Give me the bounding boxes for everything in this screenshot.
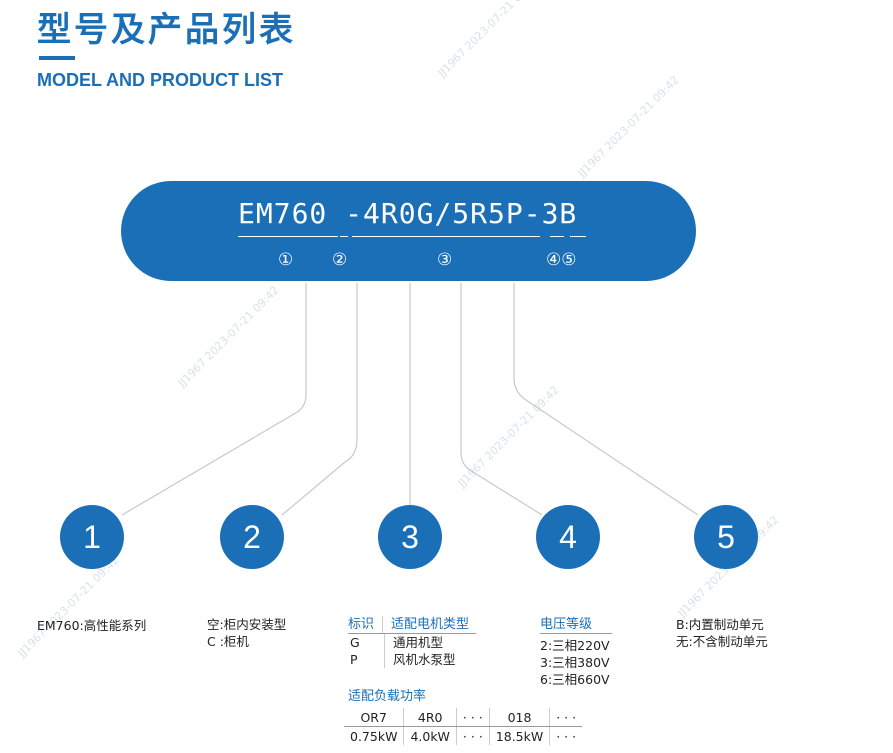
- item-circle-4: 4: [536, 505, 600, 569]
- marker-2: ②: [332, 250, 348, 270]
- table-row: G 通用机型: [348, 634, 476, 651]
- table-row: P 风机水泵型: [348, 651, 476, 668]
- item-4-line: 2:三相220V: [540, 638, 610, 653]
- connector-2: [281, 283, 358, 516]
- power-table: OR7 4R0 · · · 018 · · · 0.75kW 4.0kW · ·…: [344, 708, 583, 745]
- connector-4: [460, 283, 543, 516]
- title-underline: [39, 56, 75, 60]
- item-circle-3: 3: [378, 505, 442, 569]
- table-row: 0.75kW 4.0kW · · · 18.5kW · · ·: [344, 726, 583, 745]
- item-5-line: B:内置制动单元: [676, 617, 764, 632]
- marker-45: ④⑤: [546, 250, 577, 270]
- power-cell: 18.5kW: [488, 726, 550, 745]
- item-3-motor-table: 标识 适配电机类型 G 通用机型 P 风机水泵型: [348, 616, 476, 668]
- item-2-line: 空:柜内安装型: [207, 617, 287, 632]
- model-code-banner: [121, 181, 696, 281]
- page-title: 型号及产品列表: [37, 10, 296, 50]
- motor-table-cell: 风机水泵型: [384, 651, 456, 668]
- connector-1: [121, 283, 307, 516]
- power-cell: 4R0: [403, 708, 457, 727]
- model-code: EM760 -4R0G/5R5P-3B: [238, 197, 578, 230]
- power-cell: 0.75kW: [350, 728, 398, 744]
- power-cell: · · ·: [549, 726, 583, 745]
- item-4-line: 3:三相380V: [540, 655, 610, 670]
- power-cell: · · ·: [549, 708, 583, 727]
- item-circle-1: 1: [60, 505, 124, 569]
- item-2-text: 空:柜内安装型 C :柜机: [207, 616, 286, 650]
- motor-table-header-id: 标识: [348, 617, 375, 632]
- item-1-text: EM760:高性能系列: [37, 617, 146, 634]
- connector-5: [513, 283, 699, 516]
- voltage-title: 电压等级: [540, 616, 612, 634]
- underline-2: [340, 236, 348, 237]
- marker-3: ③: [437, 250, 453, 270]
- motor-table-header: 标识 适配电机类型: [348, 616, 476, 634]
- motor-table-header-type: 适配电机类型: [382, 616, 469, 633]
- power-cell: · · ·: [455, 708, 490, 727]
- motor-table-cell: G: [350, 635, 360, 650]
- item-5-line: 无:不含制动单元: [676, 634, 768, 649]
- power-cell: · · ·: [455, 726, 490, 745]
- item-4-line: 6:三相660V: [540, 672, 610, 687]
- table-row: OR7 4R0 · · · 018 · · ·: [344, 708, 583, 727]
- item-5-text: B:内置制动单元 无:不含制动单元: [676, 616, 768, 650]
- underline-1: [238, 236, 338, 237]
- power-cell: 4.0kW: [403, 726, 457, 745]
- item-1-line: EM760:高性能系列: [37, 618, 147, 633]
- marker-1: ①: [278, 250, 294, 270]
- item-circle-2: 2: [220, 505, 284, 569]
- power-cell: 018: [488, 708, 550, 727]
- underline-3: [352, 236, 540, 237]
- motor-table-cell: 通用机型: [384, 634, 443, 651]
- page-subtitle: MODEL AND PRODUCT LIST: [37, 70, 283, 90]
- underline-4: [550, 236, 564, 237]
- motor-table-cell: P: [350, 652, 358, 667]
- item-2-line: C :柜机: [207, 634, 249, 649]
- power-cell: OR7: [344, 708, 404, 727]
- item-4-text: 电压等级 2:三相220V 3:三相380V 6:三相660V: [540, 616, 612, 688]
- item-circle-5: 5: [694, 505, 758, 569]
- power-table-title: 适配负载功率: [348, 689, 427, 704]
- underline-5: [570, 236, 586, 237]
